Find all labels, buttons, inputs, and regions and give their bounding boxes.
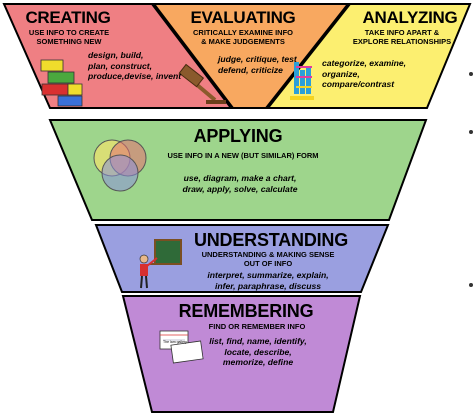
evaluating-verb-line: defend, criticize xyxy=(218,64,283,75)
bullet-dot xyxy=(469,283,473,287)
understanding-subtitle-line: UNDERSTANDING & MAKING SENSE xyxy=(201,250,335,259)
analyzing-title: ANALYZING xyxy=(362,8,458,27)
bullet-dot xyxy=(469,130,473,134)
remembering-title: REMEMBERING xyxy=(178,301,314,321)
understanding-title: UNDERSTANDING xyxy=(193,230,349,250)
analyzing-subtitle-line: EXPLORE RELATIONSHIPS xyxy=(352,37,452,46)
understanding-subtitle-line: OUT OF INFO xyxy=(243,259,293,268)
creating-title: CREATING xyxy=(25,8,111,27)
creating-subtitle-line: SOMETHING NEW xyxy=(36,37,102,46)
analyzing-subtitle-line: TAKE INFO APART & xyxy=(364,28,440,37)
evaluating-region xyxy=(151,3,351,109)
applying-verb-line: use, diagram, make a chart, xyxy=(183,173,297,183)
understanding-verb-line: interpret, summarize, explain, xyxy=(207,270,329,280)
applying-verb-line: draw, apply, solve, calculate xyxy=(182,183,298,194)
analyzing-verb-line: compare/contrast xyxy=(322,79,395,89)
creating-subtitle-line: USE INFO TO CREATE xyxy=(28,28,110,37)
understanding-subtitle: UNDERSTANDING & MAKING SENSE OUT OF INFO xyxy=(202,250,335,268)
remembering-verb-line: memorize, define xyxy=(222,357,294,367)
analyzing-verbs: categorize, examine, organize, compare/c… xyxy=(322,58,406,90)
analyzing-subtitle: TAKE INFO APART & EXPLORE RELATIONSHIPS xyxy=(353,28,451,46)
applying-subtitle-line: USE INFO IN A NEW (BUT SIMILAR) FORM xyxy=(167,151,319,160)
applying-title: APPLYING xyxy=(193,126,283,146)
bar-chart-icon xyxy=(290,62,314,100)
applying-subtitle: USE INFO IN A NEW (BUT SIMILAR) FORM xyxy=(167,151,318,160)
creating-verb-line: produce,devise, invent xyxy=(88,71,182,81)
understanding-verbs: interpret, summarize, explain, infer, pa… xyxy=(207,270,328,291)
evaluating-verb-line: judge, critique, test xyxy=(218,54,297,64)
evaluating-verbs: judge, critique, test defend, criticize xyxy=(218,54,297,75)
creating-verb-line: design, build, xyxy=(88,50,144,60)
gavel-icon xyxy=(178,63,226,104)
evaluating-subtitle-line: & MAKE JUDGEMENTS xyxy=(201,37,285,46)
applying-region xyxy=(48,119,428,221)
analyzing-verb-line: organize, xyxy=(322,68,360,79)
creating-subtitle: USE INFO TO CREATE SOMETHING NEW xyxy=(29,28,109,46)
evaluating-title: EVALUATING xyxy=(190,8,296,27)
remembering-region xyxy=(121,295,362,413)
lego-blocks-icon xyxy=(40,59,83,107)
teacher-chalkboard-icon xyxy=(139,239,182,289)
remembering-verb-line: locate, describe, xyxy=(224,346,292,357)
creating-verbs: design, build, plan, construct, produce,… xyxy=(88,50,181,82)
remembering-verbs: list, find, name, identify, locate, desc… xyxy=(209,336,307,368)
venn-diagram-icon xyxy=(93,139,147,192)
creating-verb-line: plan, construct, xyxy=(88,60,152,71)
analyzing-verb-line: categorize, examine, xyxy=(322,58,407,68)
evaluating-subtitle-line: CRITICALLY EXAMINE INFO xyxy=(192,28,294,37)
remembering-subtitle: FIND OR REMEMBER INFO xyxy=(209,322,306,331)
understanding-verb-line: infer, paraphrase, discuss xyxy=(214,280,322,291)
applying-verbs: use, diagram, make a chart, draw, apply,… xyxy=(183,173,298,194)
remembering-subtitle-line: FIND OR REMEMBER INFO xyxy=(208,322,306,331)
card-caption: The lam gallery xyxy=(163,340,187,344)
bullet-dot xyxy=(469,72,473,76)
evaluating-subtitle: CRITICALLY EXAMINE INFO & MAKE JUDGEMENT… xyxy=(193,28,293,46)
index-cards-icon xyxy=(159,330,204,364)
remembering-verb-line: list, find, name, identify, xyxy=(209,336,307,346)
